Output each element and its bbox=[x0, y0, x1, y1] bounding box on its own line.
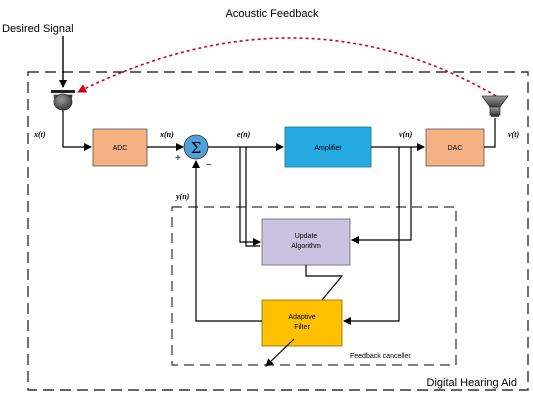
amplifier-block: Amplifier bbox=[284, 126, 372, 168]
wire-vn-to-update bbox=[351, 147, 412, 244]
dac-block: DAC bbox=[425, 128, 485, 167]
summing-junction: Σ bbox=[183, 134, 209, 160]
wire-adaptive-filter-to-sum bbox=[192, 160, 262, 322]
wire-vn-to-adaptive-filter bbox=[343, 147, 400, 325]
adaptive-filter-block: Adaptive Filter bbox=[261, 299, 343, 347]
feedback-canceller-label: Feedback canceller bbox=[350, 353, 411, 360]
adc-block-label: ADC bbox=[113, 145, 128, 152]
signal-label-y-n: y(n) bbox=[175, 192, 190, 201]
adaptive-filter-label-line1: Adaptive bbox=[288, 314, 315, 321]
wire-update-to-adaptive-filter bbox=[305, 265, 344, 301]
digital-hearing-aid-label: Digital Hearing Aid bbox=[427, 377, 518, 389]
signal-label-v-t: v(t) bbox=[508, 130, 519, 139]
acoustic-feedback-path bbox=[77, 37, 497, 97]
update-algorithm-label-line2: Algorithm bbox=[291, 243, 321, 250]
wire-mic-to-adc bbox=[62, 110, 92, 151]
dac-block-label: DAC bbox=[448, 145, 463, 152]
microphone-icon bbox=[51, 90, 75, 111]
loudspeaker-icon bbox=[481, 95, 509, 117]
adaptive-filter-label-line2: Filter bbox=[294, 324, 310, 331]
adaptation-arrow bbox=[265, 338, 295, 367]
summing-minus-sign: − bbox=[206, 160, 212, 171]
summing-symbol: Σ bbox=[191, 139, 202, 157]
feedback-canceller-boundary bbox=[171, 206, 457, 366]
update-algorithm-label-line1: Update bbox=[295, 233, 318, 240]
acoustic-feedback-label: Acoustic Feedback bbox=[226, 8, 319, 20]
desired-signal-label: Desired Signal bbox=[2, 23, 74, 35]
wire-error-to-update bbox=[239, 147, 261, 246]
summing-plus-sign: + bbox=[175, 153, 181, 164]
adc-block: ADC bbox=[92, 128, 148, 167]
amplifier-block-label: Amplifier bbox=[314, 145, 342, 152]
wire-error-to-update-2 bbox=[245, 147, 260, 247]
wire-dac-to-speaker bbox=[484, 118, 496, 148]
signal-label-x-t: x(t) bbox=[33, 130, 46, 139]
update-algorithm-block: Update Algorithm bbox=[261, 218, 351, 266]
signal-label-e-n: e(n) bbox=[237, 130, 251, 139]
signal-label-x-n: x(n) bbox=[159, 130, 174, 139]
signal-label-v-n: v(n) bbox=[399, 130, 413, 139]
